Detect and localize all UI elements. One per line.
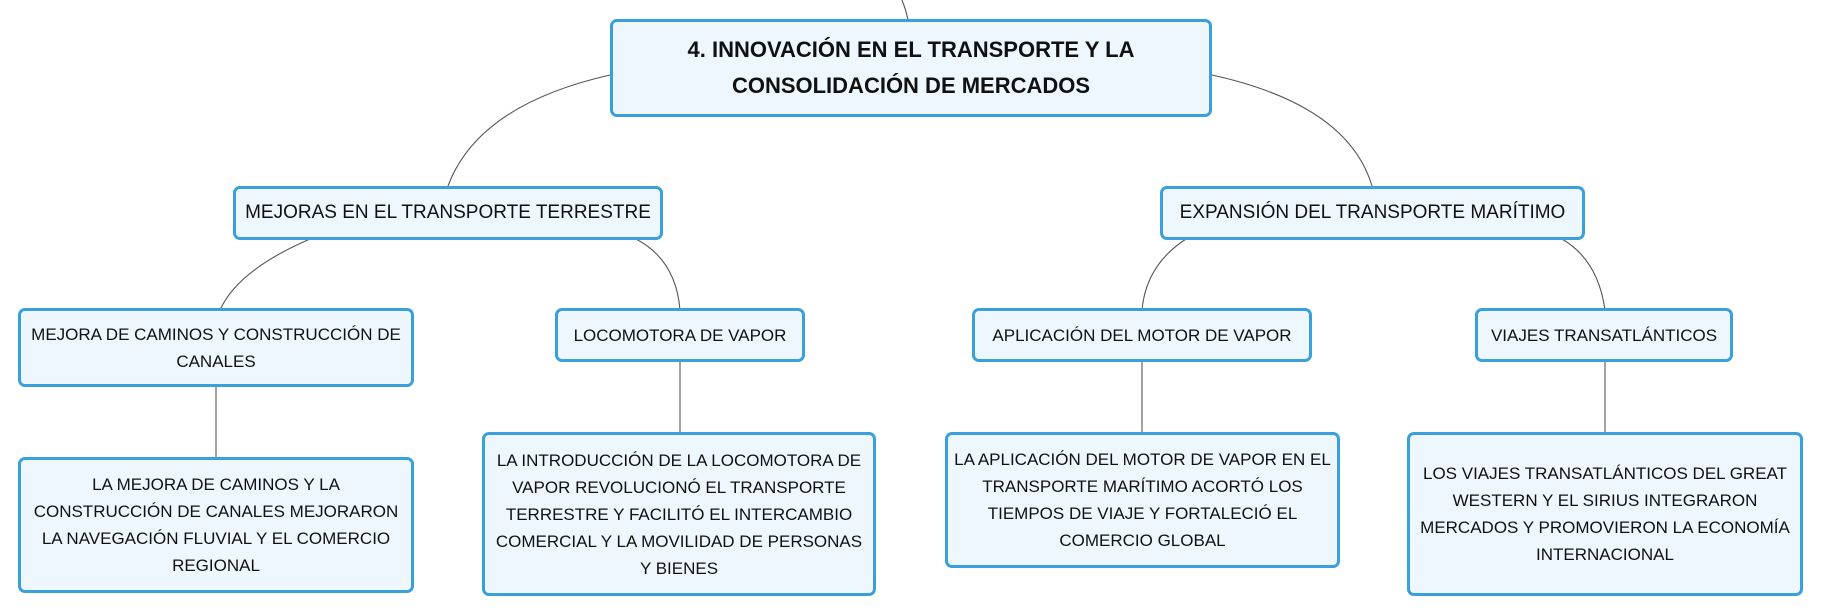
connector-terrestre-caminos xyxy=(219,238,311,311)
detail-motor-vapor[interactable]: LA APLICACIÓN DEL MOTOR DE VAPOR EN EL T… xyxy=(945,432,1340,568)
connector-root-branch-maritimo xyxy=(1211,74,1373,187)
root-topic-label: 4. INNOVACIÓN EN EL TRANSPORTE Y LA CONS… xyxy=(687,37,1135,98)
topic-motor-vapor[interactable]: APLICACIÓN DEL MOTOR DE VAPOR xyxy=(972,308,1312,362)
branch-label: MEJORAS EN EL TRANSPORTE TERRESTRE xyxy=(245,202,651,223)
topic-caminos-canales[interactable]: MEJORA DE CAMINOS Y CONSTRUCCIÓN DE CANA… xyxy=(18,308,414,387)
connector-maritimo-viajes xyxy=(1561,238,1606,311)
connector-terrestre-locomotora xyxy=(635,238,681,311)
detail-caminos-canales[interactable]: LA MEJORA DE CAMINOS Y LA CONSTRUCCIÓN D… xyxy=(18,457,414,593)
topic-locomotora-vapor[interactable]: LOCOMOTORA DE VAPOR xyxy=(555,308,805,362)
branch-label: EXPANSIÓN DEL TRANSPORTE MARÍTIMO xyxy=(1179,202,1566,223)
detail-locomotora-vapor[interactable]: LA INTRODUCCIÓN DE LA LOCOMOTORA DE VAPO… xyxy=(482,432,876,596)
topic-label: LOCOMOTORA DE VAPOR xyxy=(573,325,787,345)
root-topic[interactable]: 4. INNOVACIÓN EN EL TRANSPORTE Y LA CONS… xyxy=(610,19,1212,117)
topic-viajes-transatlanticos[interactable]: VIAJES TRANSATLÁNTICOS xyxy=(1475,308,1733,362)
connector-incoming xyxy=(901,0,909,21)
topic-label: MEJORA DE CAMINOS Y CONSTRUCCIÓN DE CANA… xyxy=(31,324,401,371)
detail-text: LA MEJORA DE CAMINOS Y LA CONSTRUCCIÓN D… xyxy=(33,475,399,575)
detail-text: LOS VIAJES TRANSATLÁNTICOS DEL GREAT WES… xyxy=(1420,464,1790,564)
branch-transporte-terrestre[interactable]: MEJORAS EN EL TRANSPORTE TERRESTRE xyxy=(233,186,663,240)
branch-transporte-maritimo[interactable]: EXPANSIÓN DEL TRANSPORTE MARÍTIMO xyxy=(1160,186,1585,240)
detail-viajes-transatlanticos[interactable]: LOS VIAJES TRANSATLÁNTICOS DEL GREAT WES… xyxy=(1407,432,1803,596)
topic-label: APLICACIÓN DEL MOTOR DE VAPOR xyxy=(992,325,1292,345)
detail-text: LA INTRODUCCIÓN DE LA LOCOMOTORA DE VAPO… xyxy=(495,450,863,578)
connector-root-branch-terrestre xyxy=(447,74,611,187)
topic-label: VIAJES TRANSATLÁNTICOS xyxy=(1490,325,1718,345)
detail-text: LA APLICACIÓN DEL MOTOR DE VAPOR EN EL T… xyxy=(954,450,1331,550)
connector-maritimo-motor xyxy=(1141,238,1187,311)
